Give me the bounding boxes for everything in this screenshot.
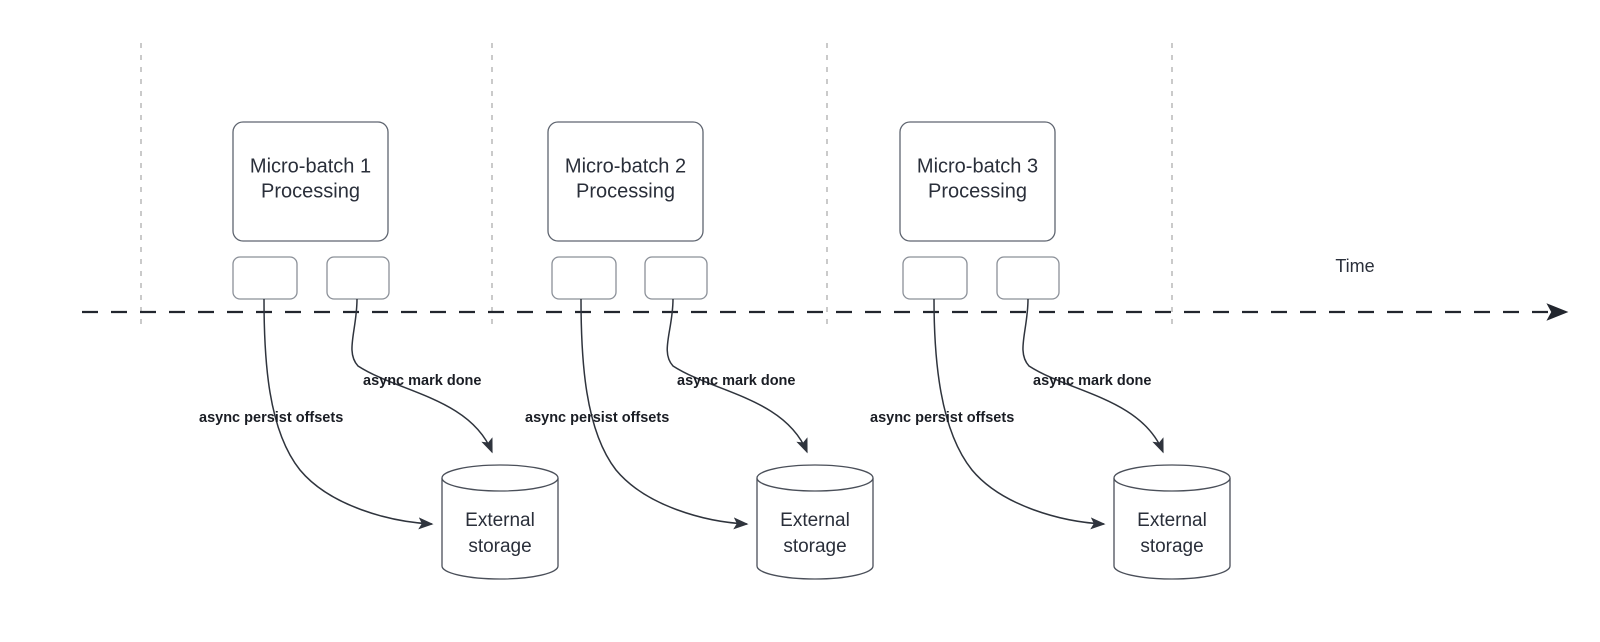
external-storage-1[interactable]: External storage (441, 464, 559, 580)
external-storage-1-body (441, 478, 559, 580)
mark-done-task-2[interactable] (644, 256, 708, 300)
group-3: Micro-batch 3 Processing async persist o… (870, 121, 1231, 580)
microbatch-3-label-line2: Processing (928, 180, 1027, 202)
edge-label-persist-offsets-3: async persist offsets (870, 410, 1014, 426)
edge-label-mark-done-3: async mark done (1033, 373, 1151, 389)
flow-persist-offsets-3 (933, 298, 1106, 530)
microbatch-2-box[interactable] (547, 121, 704, 242)
external-storage-3-label-line2: storage (1140, 536, 1203, 557)
external-storage-1-top (441, 464, 559, 492)
external-storage-1-label-line2: storage (468, 536, 531, 557)
flow-mark-done-1 (351, 298, 493, 454)
external-storage-2-top (756, 464, 874, 492)
flow-mark-done-2 (666, 298, 808, 454)
microbatch-3-label-line1: Micro-batch 3 (917, 155, 1038, 177)
persist-offsets-task-2[interactable] (551, 256, 617, 300)
microbatch-1-label-line1: Micro-batch 1 (250, 155, 371, 177)
mark-done-task-1[interactable] (326, 256, 390, 300)
group-2: Micro-batch 2 Processing async persist o… (525, 121, 874, 580)
microbatch-2-label-line2: Processing (576, 180, 675, 202)
persist-offsets-task-3[interactable] (902, 256, 968, 300)
edge-label-persist-offsets-2: async persist offsets (525, 410, 669, 426)
persist-offsets-task-1[interactable] (232, 256, 298, 300)
external-storage-3-top (1113, 464, 1231, 492)
external-storage-2-label-line2: storage (783, 536, 846, 557)
external-storage-1-label-line1: External (465, 510, 535, 531)
microbatch-3-box[interactable] (899, 121, 1056, 242)
external-storage-2-body (756, 478, 874, 580)
microbatch-1-label-line2: Processing (261, 180, 360, 202)
flow-persist-offsets-2 (580, 298, 749, 530)
external-storage-3-label-line1: External (1137, 510, 1207, 531)
microbatch-1-box[interactable] (232, 121, 389, 242)
microbatch-2-label-line1: Micro-batch 2 (565, 155, 686, 177)
edge-label-mark-done-1: async mark done (363, 373, 481, 389)
external-storage-2[interactable]: External storage (756, 464, 874, 580)
time-axis-label: Time (1335, 256, 1374, 276)
external-storage-2-label-line1: External (780, 510, 850, 531)
external-storage-3[interactable]: External storage (1113, 464, 1231, 580)
external-storage-3-body (1113, 478, 1231, 580)
mark-done-task-3[interactable] (996, 256, 1060, 300)
flow-persist-offsets-1 (263, 298, 434, 530)
flow-mark-done-3 (1022, 298, 1164, 454)
group-1: Micro-batch 1 Processing async persist o… (199, 121, 559, 580)
edge-label-persist-offsets-1: async persist offsets (199, 410, 343, 426)
edge-label-mark-done-2: async mark done (677, 373, 795, 389)
